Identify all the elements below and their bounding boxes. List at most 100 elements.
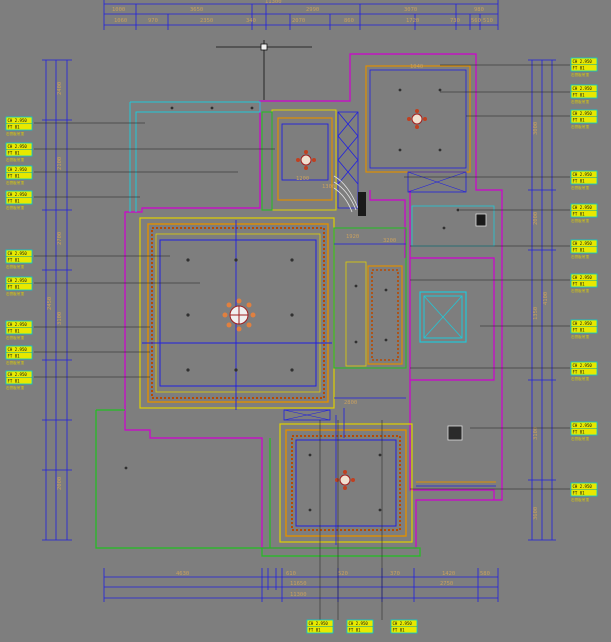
dim-left-4: 3100 [57,312,63,325]
dim-room-2: 3200 [383,238,396,244]
ceiling-tag-material: 石膏板吊顶 [6,291,24,296]
ceiling-tag-material: 石膏板吊顶 [571,436,589,441]
dim-top-r2-6: 860 [344,18,354,24]
ceiling-tag-height: CH 2.950 [573,321,593,326]
cyan-inner-walls [129,101,261,212]
ceiling-tag-height: CH 2.950 [573,423,593,428]
ceiling-tag-material: 石膏板吊顶 [6,360,24,365]
dim-left-1: 2400 [57,82,63,95]
ceiling-tag-finish: FT 01 [8,174,21,179]
ceiling-tag-height: CH 2.950 [573,86,593,91]
ceiling-tag-height: CH 2.950 [8,347,28,352]
bottom-dimension-labels: 4630 610 520 370 1420 580 11650 2750 113… [176,571,490,598]
dim-top-r2-8: 730 [450,18,460,24]
outer-walls [95,53,503,557]
dim-top-r2-1: 1060 [114,18,127,24]
dim-top-5: 3070 [404,7,417,13]
ceiling-tag-height: CH 2.950 [309,621,329,626]
ceiling-tag-material: 石膏板吊顶 [571,288,589,293]
dim-bottom-4: 370 [390,571,400,577]
ceiling-tag-material: 石膏板吊顶 [571,185,589,190]
ceiling-tag-material: 石膏板吊顶 [571,497,589,502]
dim-right-4: 3100 [533,427,539,440]
dim-top-overall: 11300 [265,0,282,5]
top-dimension-group [103,0,499,30]
ceiling-tag-material: 石膏板吊顶 [6,157,24,162]
dim-right-3: 1350 [533,307,539,320]
ceiling-tag-finish: FT 01 [393,628,406,633]
ceiling-tag-material: 石膏板吊顶 [571,124,589,129]
ceiling-tag-height: CH 2.950 [573,111,593,116]
ceiling-tag-height: CH 2.950 [349,621,369,626]
ceiling-tag-height: CH 2.950 [8,278,28,283]
ceiling-tag-finish: FT 01 [8,379,21,384]
ceiling-tag-finish: FT 01 [309,628,322,633]
dim-left-2: 2100 [57,157,63,170]
ceiling-tag-finish: FT 01 [8,329,21,334]
right-dimension-labels: 3000 2000 1350 3100 3600 4100 [533,122,549,520]
ceiling-tag-height: CH 2.950 [8,372,28,377]
ceiling-tag-finish: FT 01 [573,328,586,333]
left-dimension-group [42,59,72,541]
ceiling-tag-material: 石膏板吊顶 [571,72,589,77]
ceiling-tag-finish: FT 01 [573,282,586,287]
ceiling-tag-height: CH 2.950 [573,205,593,210]
ceiling-tag-height: CH 2.950 [573,241,593,246]
ceiling-tag-finish: FT 01 [8,151,21,156]
bedroom-ceiling [365,65,471,193]
dim-top-2: 3650 [190,7,203,13]
dim-bottom-r2-2: 2750 [440,581,453,587]
right-rooms [411,205,496,487]
dim-bottom-1: 4630 [176,571,189,577]
ceiling-tag-height: CH 2.950 [8,251,28,256]
ceiling-tag-material: 石膏板吊顶 [571,99,589,104]
ceiling-tag-height: CH 2.950 [573,59,593,64]
dim-bottom-overall: 11300 [290,592,307,598]
dim-right-6: 4100 [543,292,549,305]
dim-top-r2-2: 970 [148,18,158,24]
ceiling-tag-material: 石膏板吊顶 [6,335,24,340]
dim-room-4: 1200 [296,176,309,182]
chandelier-foyer [296,150,316,170]
ceiling-tag-height: CH 2.950 [573,363,593,368]
foyer-ceiling [261,109,337,211]
dining-room-ceiling [279,408,413,545]
room-dimensions: 1920 3200 2800 1200 1300 1040 [296,64,423,406]
ceiling-tag-finish: FT 01 [573,370,586,375]
right-dimension-group [528,59,556,541]
dim-top-r2-7: 1720 [406,18,419,24]
ceiling-tag-height: CH 2.950 [8,118,28,123]
leader-lines [34,64,570,620]
ceiling-tag-material: 石膏板吊顶 [6,385,24,390]
ceiling-tag-material: 石膏板吊顶 [571,218,589,223]
dim-top-r2-4: 340 [246,18,256,24]
ceiling-tag-finish: FT 01 [573,491,586,496]
ceiling-tag-material: 石膏板吊顶 [571,376,589,381]
living-room-ceiling [139,217,335,410]
dim-right-1: 3000 [533,122,539,135]
ceiling-tag-height: CH 2.950 [8,192,28,197]
chandelier-bedroom [407,109,427,129]
dim-room-3: 2800 [344,400,357,406]
dim-room-6: 1040 [410,64,423,70]
ceiling-tag-material: 石膏板吊顶 [571,334,589,339]
ceiling-tag-height: CH 2.950 [8,167,28,172]
dim-top-4: 2990 [306,7,319,13]
ceiling-tag-finish: FT 01 [8,285,21,290]
ceiling-tag-height: CH 2.950 [573,275,593,280]
